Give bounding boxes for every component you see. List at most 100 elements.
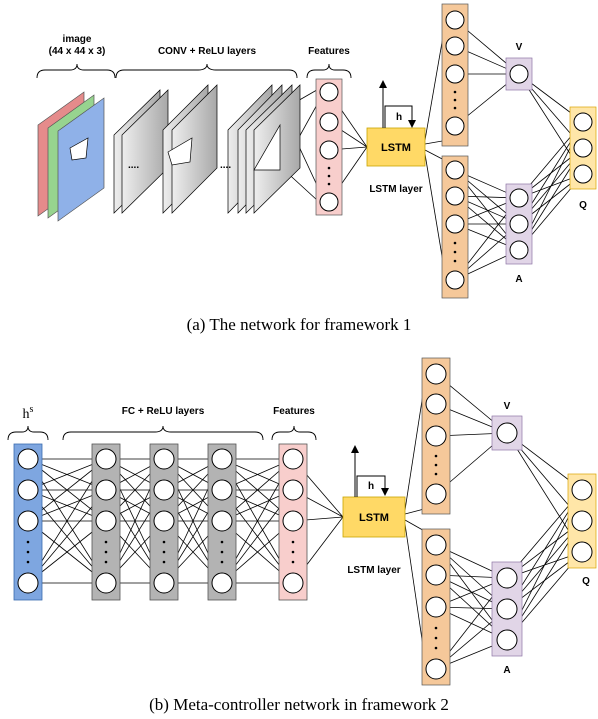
neuron [573,164,593,184]
neuron [319,140,339,160]
neuron [425,483,447,505]
neuron [445,116,465,136]
neuron [319,192,339,212]
neuron [571,479,593,501]
neuron [282,510,304,532]
neuron [211,572,233,594]
input-image-stack [37,91,105,222]
ellipsis-dot [104,550,108,554]
neuron [573,112,593,132]
features-bracket-b [271,425,317,441]
neuron [319,112,339,132]
features-bracket [306,63,352,79]
recurrent-loop-b [356,475,389,497]
hidden-neurons-b [425,363,447,680]
ellipsis-dot [26,540,30,544]
neuron [425,564,447,586]
ellipsis-dot [220,560,224,564]
neuron [153,448,175,470]
ellipsis-dot [434,472,438,476]
neuron [17,510,39,532]
lstm-box-b[interactable] [342,496,406,538]
features-label-b: Features [273,406,315,417]
neuron [496,422,518,444]
q-label-b: Q [582,576,590,587]
neuron [17,572,39,594]
q-label: Q [579,200,587,211]
output-neurons-b [496,422,593,651]
ellipsis-dot [26,550,30,554]
features-label: Features [308,46,350,57]
column-neurons [17,448,304,594]
diagram-b: hs FC + ReLU layers Features LSTM LSTM l… [7,357,597,714]
neuron [573,138,593,158]
v-label: V [516,42,523,53]
diagram-a: .... .... image (44 x 44 x 3) CONV + ReL… [36,3,597,334]
ellipsis-dot [220,540,224,544]
neuron [153,510,175,532]
a-label-b: A [503,665,510,676]
v-label-b: V [504,401,511,412]
neuron [425,534,447,556]
hs-label: hs [23,404,34,422]
neuron [445,64,465,84]
neuron [153,479,175,501]
neuron [571,541,593,563]
lstm-layer-label: LSTM layer [369,184,422,195]
neuron [425,393,447,415]
image-dims-label: (44 x 44 x 3) [49,46,106,57]
neuron [425,596,447,618]
ellipsis-dot [327,182,331,186]
feature-neurons [319,82,339,212]
ellipsis-dot [327,166,331,170]
neuron [509,64,529,84]
ellipsis-dot [291,560,295,564]
neuron [509,240,529,260]
neuron [425,425,447,447]
lstm-box[interactable] [366,127,426,167]
neuron [445,270,465,290]
hs-bracket [7,425,49,441]
ellipsis-dot [291,540,295,544]
svg-text:....: .... [128,160,139,171]
neuron [496,629,518,651]
lstm-layer-label-b: LSTM layer [347,565,400,576]
neuron [425,363,447,385]
neuron [496,567,518,589]
neuron [282,448,304,470]
neuron [282,572,304,594]
h-label-b: h [368,481,374,492]
ellipsis-dot [327,174,331,178]
ellipsis-dot [453,250,457,254]
neuron [95,572,117,594]
conv-layers: .... .... [113,84,301,214]
ellipsis-dot [434,646,438,650]
neuron [571,510,593,532]
conv-bracket [115,63,298,79]
image-label: image [63,34,92,45]
neuron [445,214,465,234]
caption-b: (b) Meta-controller network in framework… [149,695,449,714]
ellipsis-dot [162,550,166,554]
ellipsis-dot [104,540,108,544]
neuron [445,10,465,30]
hidden-neurons [445,10,465,290]
neuron [445,160,465,180]
neuron [17,448,39,470]
ellipsis-dot [26,560,30,564]
neuron [319,82,339,102]
ellipsis-dot [434,626,438,630]
ellipsis-dot [453,106,457,110]
ellipsis-dot [453,241,457,245]
neuron [509,214,529,234]
neuron [496,598,518,620]
ellipsis-dot [434,463,438,467]
neuron [445,186,465,206]
neuron [509,188,529,208]
neuron [425,658,447,680]
neuron [95,448,117,470]
ellipsis-dot [434,636,438,640]
image-bracket [36,63,116,79]
ellipsis-dot [162,540,166,544]
